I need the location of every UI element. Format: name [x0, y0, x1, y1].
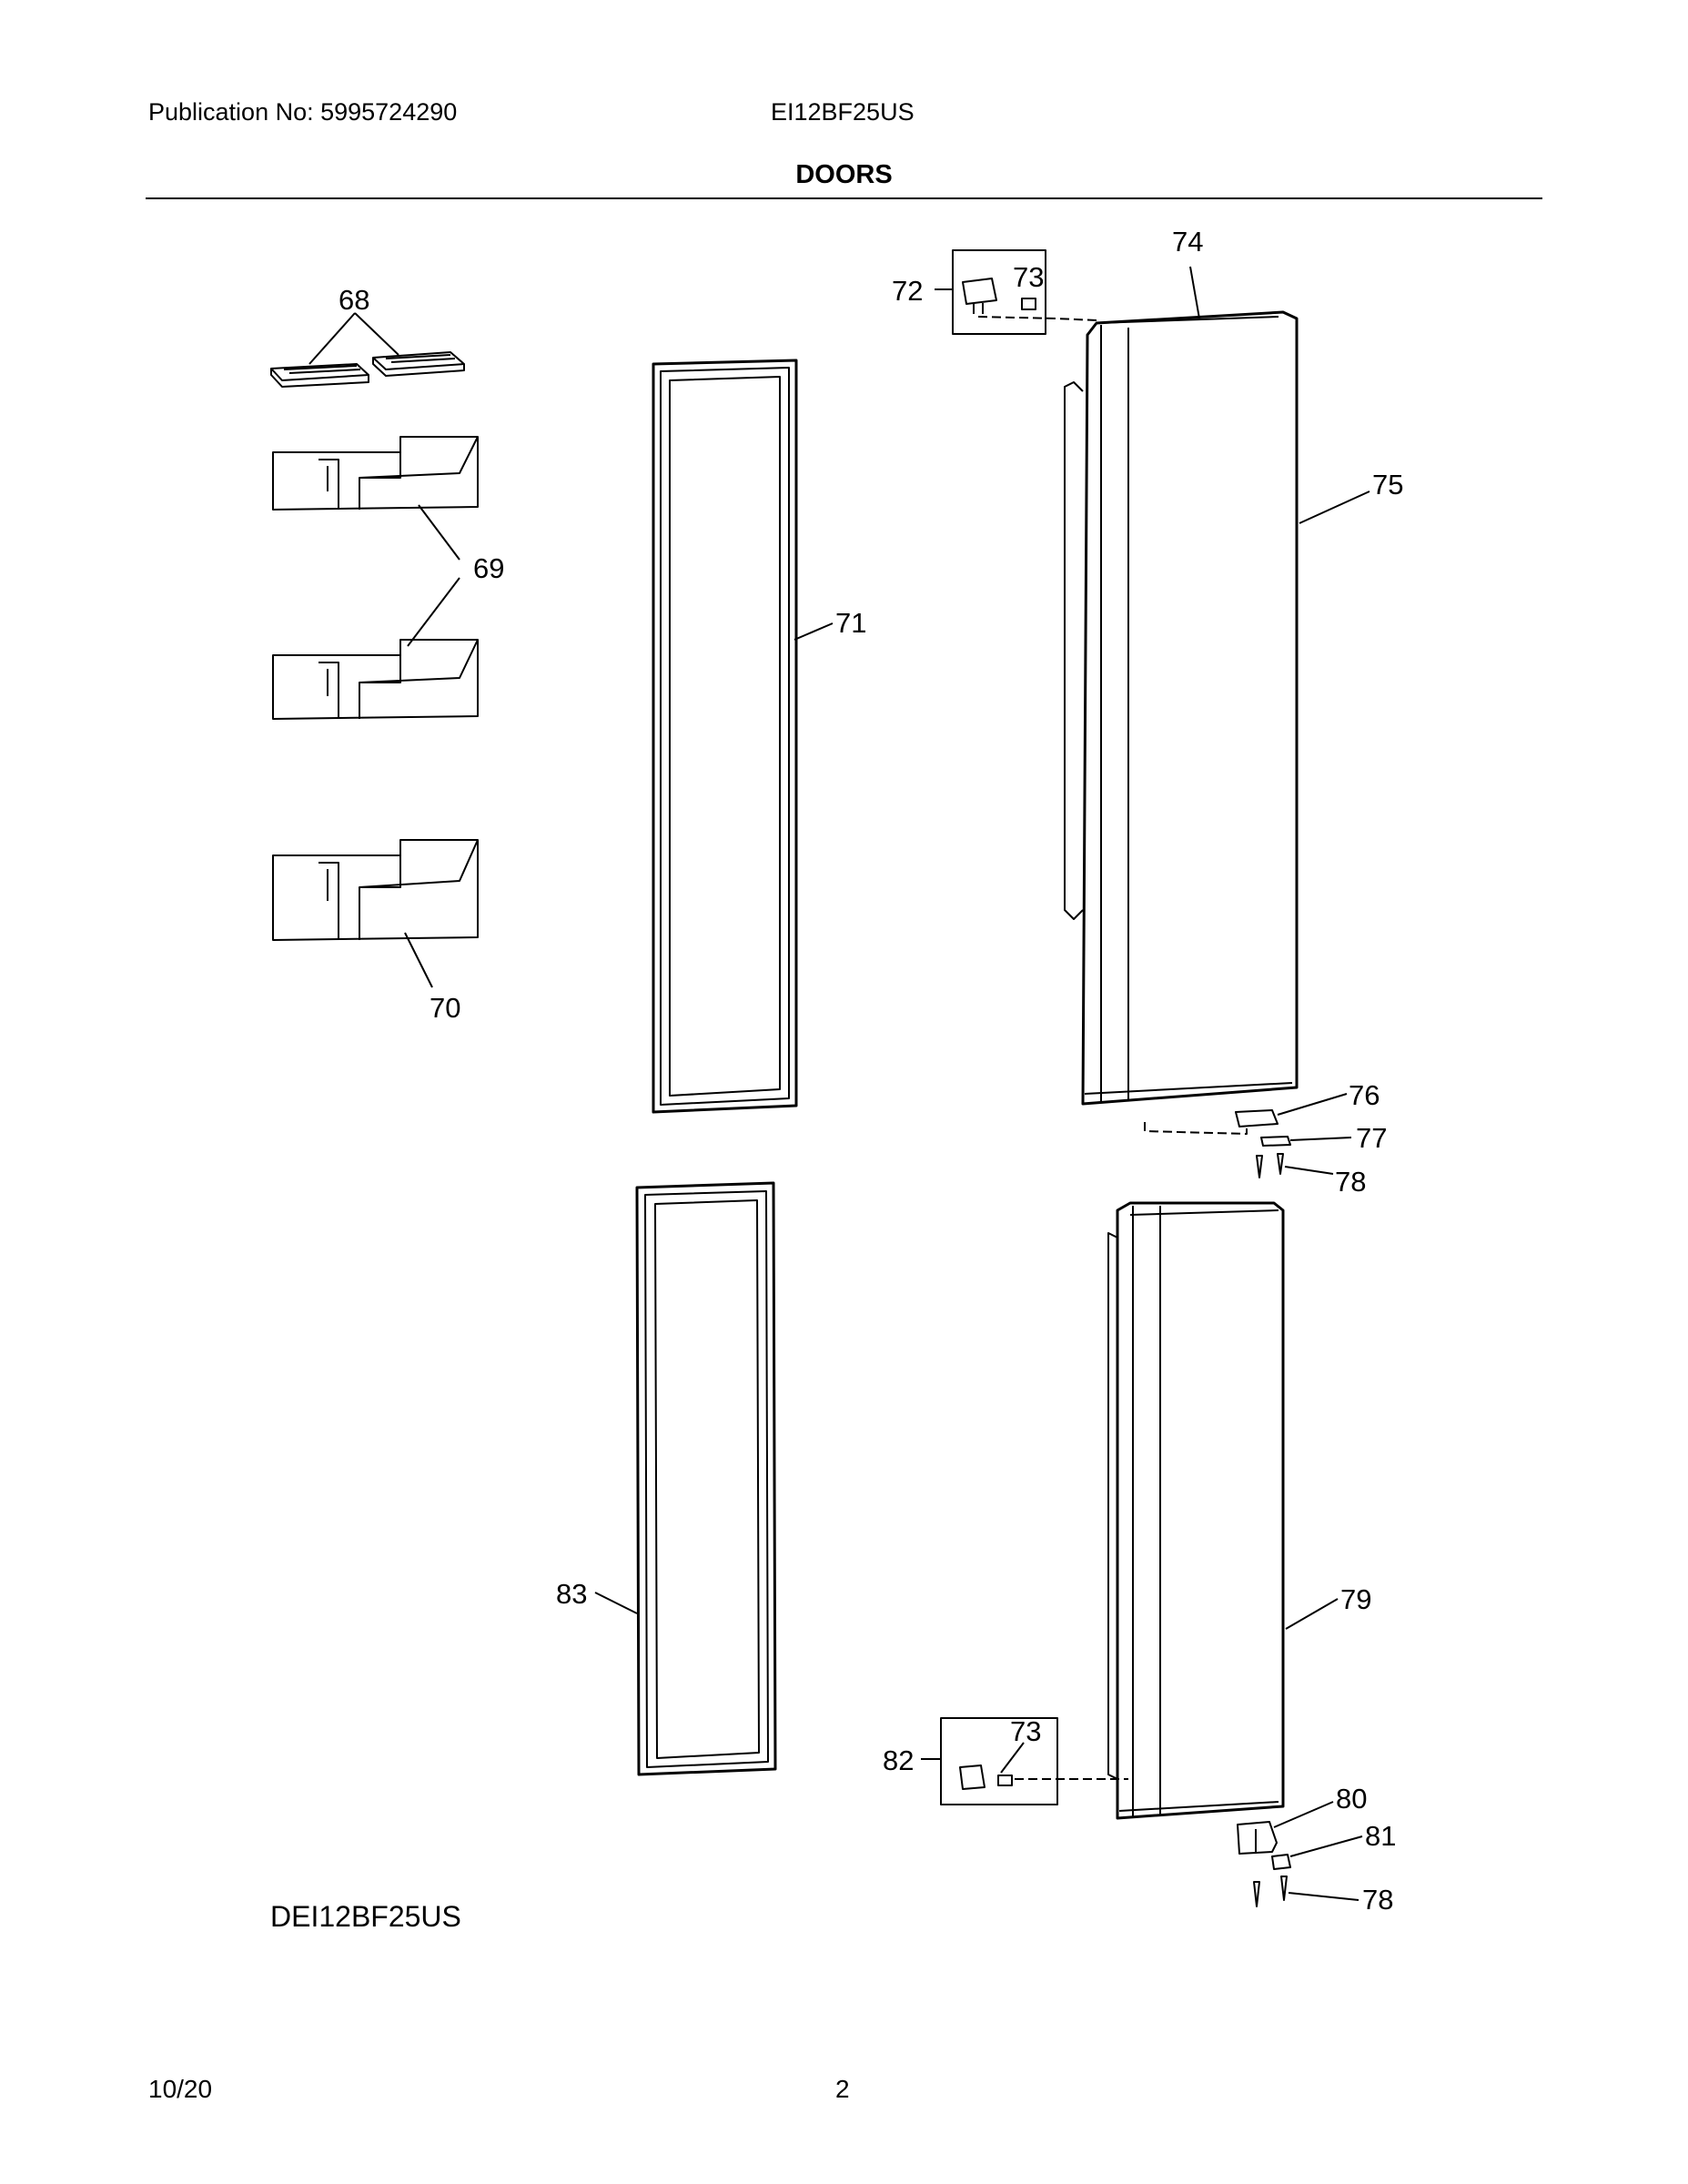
revision-date: 10/20 [148, 2075, 213, 2103]
callout-78-upper: 78 [1335, 1166, 1366, 1198]
leader-75 [1299, 490, 1370, 524]
part-81-hinge-pin [1271, 1854, 1291, 1870]
leader-69b [407, 577, 460, 647]
leader-79 [1285, 1598, 1339, 1630]
callout-77: 77 [1356, 1122, 1387, 1154]
callout-73-upper: 73 [1013, 261, 1044, 293]
part-69-door-bin-middle [272, 639, 479, 720]
part-80-hinge-lower [1237, 1821, 1278, 1855]
section-title: DOORS [795, 160, 893, 189]
callout-82: 82 [883, 1744, 914, 1776]
leader-70 [404, 932, 433, 988]
callout-73-lower: 73 [1010, 1715, 1041, 1747]
part-76-hinge-upper [1144, 1109, 1279, 1135]
leader-78a [1284, 1166, 1334, 1175]
callout-78-lower: 78 [1362, 1884, 1393, 1916]
callout-83: 83 [556, 1578, 587, 1610]
callout-80: 80 [1336, 1783, 1367, 1815]
leader-83 [594, 1592, 638, 1614]
leader-77 [1289, 1137, 1352, 1141]
callout-71: 71 [835, 607, 866, 639]
leader-73b [1000, 1742, 1025, 1774]
part-77-hinge-pin [1260, 1136, 1291, 1147]
header-rule [146, 197, 1542, 199]
callout-81: 81 [1365, 1820, 1396, 1852]
publication-number: Publication No: 5995724290 [148, 98, 458, 126]
leader-78b [1288, 1892, 1359, 1901]
callout-74: 74 [1172, 226, 1203, 258]
part-78-screws-lower [1253, 1876, 1288, 1907]
part-71-upper-gasket [652, 359, 798, 1114]
part-70-door-bin-lower [272, 839, 479, 941]
callout-68: 68 [339, 284, 369, 316]
leader-74 [1189, 266, 1200, 319]
leader-71 [793, 622, 834, 641]
callout-72: 72 [892, 275, 923, 307]
callout-76: 76 [1349, 1079, 1380, 1111]
callout-70: 70 [430, 992, 460, 1024]
part-83-lower-gasket [635, 1181, 777, 1776]
callout-75: 75 [1372, 469, 1403, 500]
leader-69a [418, 504, 460, 561]
callout-79: 79 [1340, 1583, 1371, 1615]
part-68-rack-covers [270, 312, 465, 388]
part-72-hinge-detail-box [952, 249, 1097, 335]
part-78-screws-upper [1256, 1153, 1284, 1178]
part-69-door-bin-upper [272, 436, 479, 511]
part-75-upper-door [1064, 310, 1299, 1106]
part-79-lower-door [1107, 1201, 1285, 1820]
leader-76 [1277, 1093, 1348, 1116]
leader-81 [1289, 1835, 1363, 1857]
part-82-hinge-detail-box [940, 1717, 1128, 1805]
leader-80 [1273, 1801, 1334, 1828]
diagram-code: DEI12BF25US [270, 1900, 461, 1933]
callout-69: 69 [473, 552, 504, 584]
model-number: EI12BF25US [771, 98, 915, 126]
page-number: 2 [835, 2075, 850, 2103]
